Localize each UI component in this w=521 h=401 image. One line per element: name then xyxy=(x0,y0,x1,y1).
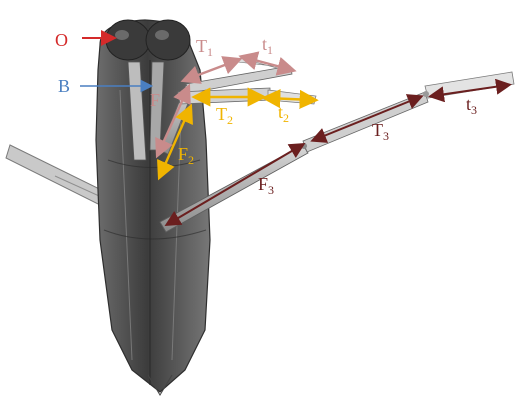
label-T2: T2 xyxy=(216,104,233,127)
label-B: B xyxy=(58,76,70,96)
label-T1: T1 xyxy=(196,36,213,59)
T3-measure-arrow xyxy=(314,97,420,140)
label-T3: T3 xyxy=(372,120,389,143)
label-F1: F xyxy=(150,90,160,110)
label-t1: t1 xyxy=(262,34,273,57)
label-t2: t2 xyxy=(278,102,289,125)
label-t3: t3 xyxy=(466,94,477,117)
label-O: O xyxy=(55,30,68,50)
label-F3: F3 xyxy=(258,174,274,197)
